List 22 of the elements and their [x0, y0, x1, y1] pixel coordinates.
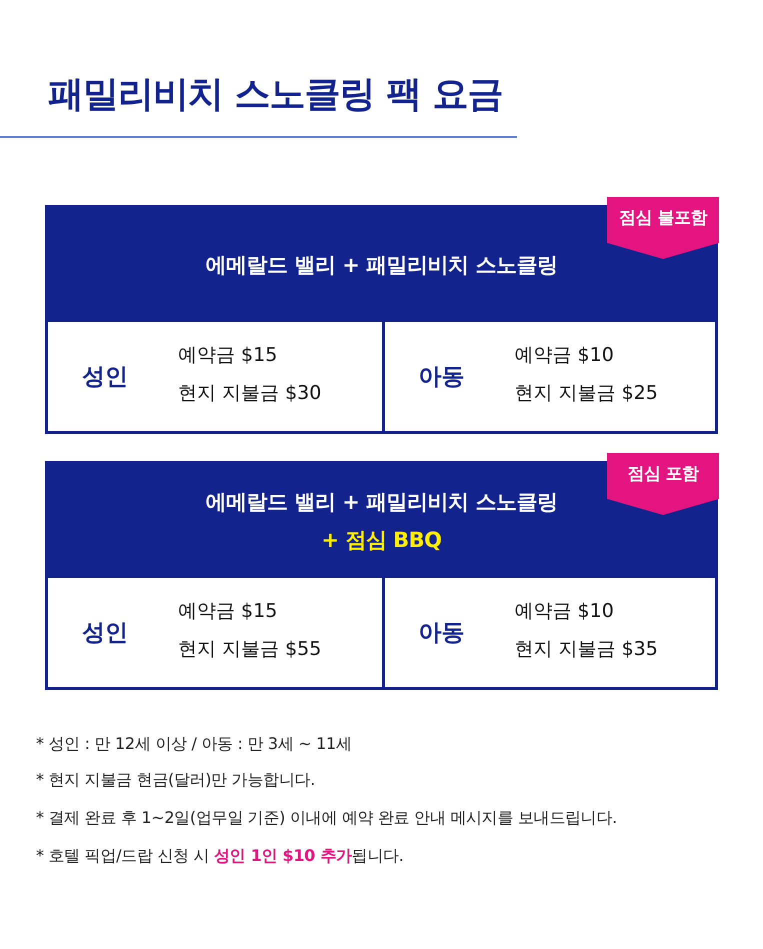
- age-group-label: 성인: [82, 363, 128, 392]
- page-title: 패밀리비치 스노클링 팩 요금: [48, 73, 503, 117]
- note-text: * 결제 완료 후 1~2일(업무일 기준) 이내에 예약 완료 안내 메시지를 보내드립니다.: [36, 808, 617, 829]
- header-title: 에메랄드 밸리 + 패밀리비치 스노클링: [206, 489, 558, 516]
- price-line: 현지 지불금 $35: [514, 637, 658, 662]
- header-band: [48, 464, 715, 578]
- age-group-label: 성인: [82, 619, 128, 648]
- header-band: [48, 208, 715, 322]
- header-title: 에메랄드 밸리 + 패밀리비치 스노클링: [206, 252, 558, 279]
- price-line: 현지 지불금 $25: [514, 381, 658, 406]
- note-text: * 호텔 픽업/드랍 신청 시 성인 1인 $10 추가됩니다.: [36, 846, 404, 867]
- header-subtitle: + 점심 BBQ: [321, 527, 442, 554]
- note-text: * 현지 지불금 현금(달러)만 가능합니다.: [36, 770, 316, 791]
- price-line: 예약금 $10: [514, 343, 614, 368]
- age-group-label: 아동: [418, 363, 464, 392]
- price-line: 예약금 $15: [178, 343, 278, 368]
- price-line: 현지 지불금 $30: [178, 381, 322, 406]
- price-line: 예약금 $10: [514, 599, 614, 624]
- age-group-label: 아동: [418, 619, 464, 648]
- note-text: * 성인 : 만 12세 이상 / 아동 : 만 3세 ~ 11세: [36, 734, 352, 755]
- price-line: 현지 지불금 $55: [178, 637, 322, 662]
- price-line: 예약금 $15: [178, 599, 278, 624]
